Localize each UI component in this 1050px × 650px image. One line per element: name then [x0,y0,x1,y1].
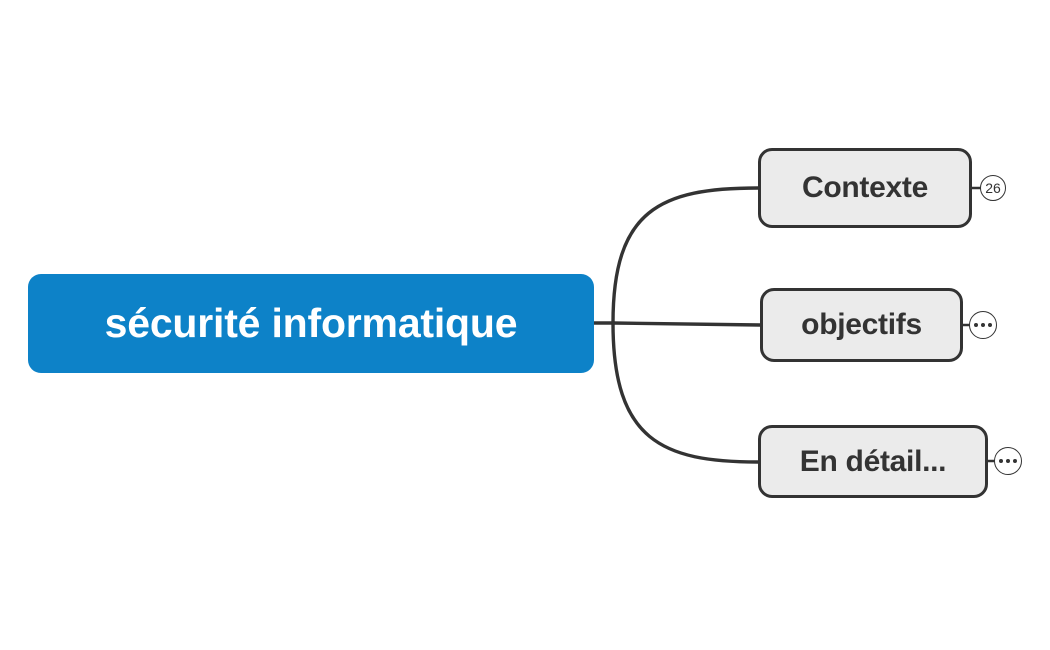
badge-count-contexte[interactable]: 26 [980,175,1006,201]
ellipsis-dot [974,323,978,327]
ellipsis-dot [999,459,1003,463]
ellipsis-icon [999,459,1017,463]
branch-node-label: objectifs [801,308,922,341]
branch-node-contexte[interactable]: Contexte [758,148,972,228]
root-node-securite-informatique[interactable]: sécurité informatique [28,274,594,373]
badge-more-en-detail[interactable] [994,447,1022,475]
ellipsis-dot [1006,459,1010,463]
ellipsis-dot [981,323,985,327]
badge-more-objectifs[interactable] [969,311,997,339]
connector-to-contexte [611,186,760,325]
branch-node-objectifs[interactable]: objectifs [760,288,963,362]
branch-node-label: En détail... [799,444,947,478]
branch-node-en-detail[interactable]: En détail... [758,425,988,498]
badge-count-value: 26 [985,180,1001,196]
ellipsis-icon [974,323,992,327]
branch-node-label: Contexte [802,171,928,204]
root-node-label: sécurité informatique [104,300,518,346]
ellipsis-dot [1013,459,1017,463]
ellipsis-dot [988,323,992,327]
connector-to-endetail [611,321,760,464]
connector-to-objectifs [611,321,762,327]
